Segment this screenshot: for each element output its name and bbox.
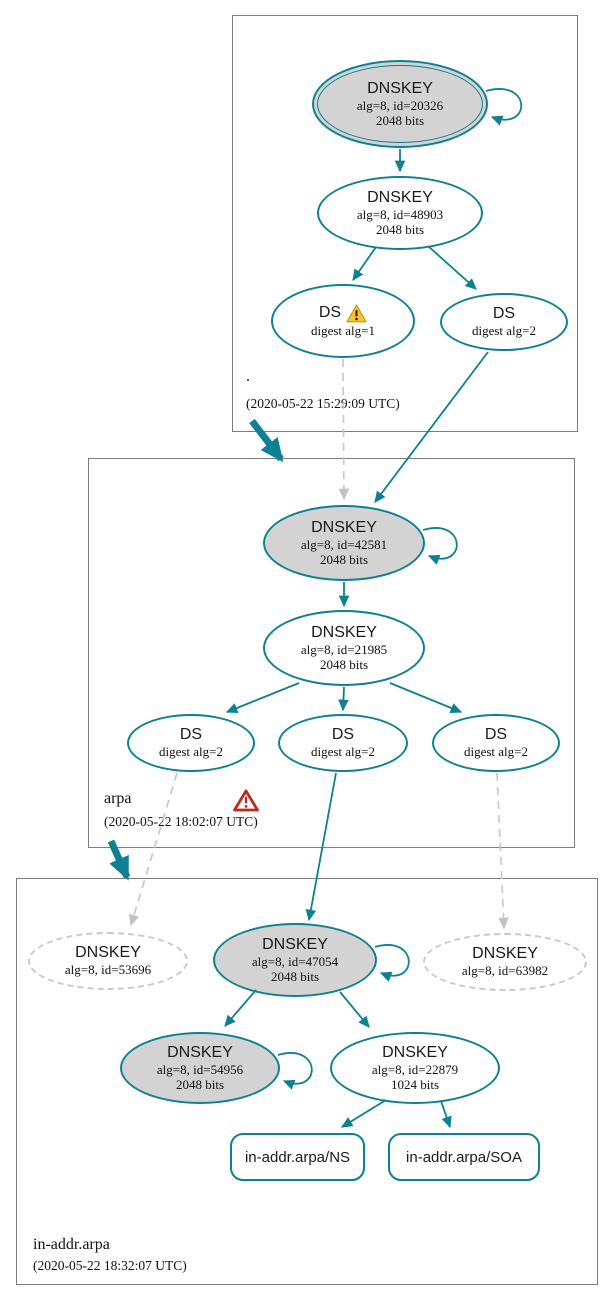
- warning-icon: [346, 304, 367, 323]
- ds-digest: digest alg=2: [158, 744, 224, 760]
- rrset-label: in-addr.arpa/NS: [244, 1148, 351, 1166]
- dnskey-alg-id: alg=8, id=47054: [251, 953, 339, 969]
- ds-digest: digest alg=1: [310, 322, 376, 338]
- dnskey-48903-node[interactable]: DNSKEY alg=8, id=48903 2048 bits: [317, 176, 483, 250]
- rrset-ns-node[interactable]: in-addr.arpa/NS: [230, 1133, 365, 1181]
- dnskey-alg-id: alg=8, id=63982: [461, 963, 549, 979]
- dnskey-22879-node[interactable]: DNSKEY alg=8, id=22879 1024 bits: [330, 1032, 500, 1104]
- dnskey-title: DNSKEY: [311, 518, 377, 536]
- rrset-label: in-addr.arpa/SOA: [406, 1148, 522, 1166]
- dnskey-53696-node[interactable]: DNSKEY alg=8, id=53696: [28, 932, 188, 990]
- dnskey-alg-id: alg=8, id=53696: [64, 962, 152, 978]
- ds-digest: digest alg=2: [310, 744, 376, 760]
- dnskey-title: DNSKEY: [367, 188, 433, 206]
- dnskey-alg-id: alg=8, id=54956: [156, 1061, 244, 1077]
- dnskey-bits: 2048 bits: [270, 968, 320, 984]
- ds-middle-node[interactable]: DS digest alg=2: [278, 714, 408, 772]
- rrset-soa-node[interactable]: in-addr.arpa/SOA: [388, 1133, 540, 1181]
- dnskey-bits: 1024 bits: [390, 1076, 440, 1092]
- ds-alg1-node[interactable]: DS digest alg=1: [271, 284, 415, 358]
- dnskey-42581-node[interactable]: DNSKEY alg=8, id=42581 2048 bits: [263, 505, 425, 581]
- zone-timestamp-root: (2020-05-22 15:29:09 UTC): [246, 396, 400, 411]
- zone-label-root: .: [246, 368, 250, 385]
- zone-timestamp-arpa: (2020-05-22 18:02:07 UTC): [104, 814, 258, 829]
- dnskey-bits: 2048 bits: [375, 112, 425, 128]
- dnskey-alg-id: alg=8, id=20326: [356, 97, 444, 113]
- dnskey-bits: 2048 bits: [375, 221, 425, 237]
- dnskey-alg-id: alg=8, id=48903: [356, 206, 444, 222]
- dnskey-title: DNSKEY: [367, 79, 433, 97]
- zone-label-in-addr-arpa: in-addr.arpa: [33, 1236, 110, 1253]
- dnskey-alg-id: alg=8, id=22879: [371, 1061, 459, 1077]
- dnskey-title: DNSKEY: [472, 945, 538, 963]
- dnskey-title: DNSKEY: [262, 935, 328, 953]
- dnskey-63982-node[interactable]: DNSKEY alg=8, id=63982: [423, 933, 587, 991]
- dnskey-title: DNSKEY: [382, 1043, 448, 1061]
- dnskey-bits: 2048 bits: [319, 656, 369, 672]
- ds-digest: digest alg=2: [471, 323, 537, 339]
- ds-right-node[interactable]: DS digest alg=2: [432, 714, 560, 772]
- ds-title: DS: [492, 305, 516, 323]
- ds-title: DS: [331, 726, 355, 744]
- zone-label-arpa: arpa: [104, 790, 132, 807]
- dnskey-bits: 2048 bits: [319, 551, 369, 567]
- dnskey-title: DNSKEY: [311, 623, 377, 641]
- ds-digest: digest alg=2: [463, 744, 529, 760]
- dnskey-54956-node[interactable]: DNSKEY alg=8, id=54956 2048 bits: [120, 1032, 280, 1104]
- ds-title: DS: [179, 726, 203, 744]
- dnskey-21985-node[interactable]: DNSKEY alg=8, id=21985 2048 bits: [263, 610, 425, 686]
- ds-alg2-node[interactable]: DS digest alg=2: [440, 293, 568, 351]
- dnskey-bits: 2048 bits: [175, 1076, 225, 1092]
- ds-left-node[interactable]: DS digest alg=2: [127, 714, 255, 772]
- ds-title: DS: [318, 304, 342, 322]
- dnskey-title: DNSKEY: [75, 944, 141, 962]
- dnskey-title: DNSKEY: [167, 1043, 233, 1061]
- zone-timestamp-in-addr-arpa: (2020-05-22 18:32:07 UTC): [33, 1258, 187, 1273]
- dnskey-alg-id: alg=8, id=42581: [300, 536, 388, 552]
- ds-title: DS: [484, 726, 508, 744]
- error-icon: [233, 789, 259, 812]
- dnskey-20326-node[interactable]: DNSKEY alg=8, id=20326 2048 bits: [312, 60, 488, 148]
- dnskey-alg-id: alg=8, id=21985: [300, 641, 388, 657]
- dnskey-47054-node[interactable]: DNSKEY alg=8, id=47054 2048 bits: [213, 923, 377, 997]
